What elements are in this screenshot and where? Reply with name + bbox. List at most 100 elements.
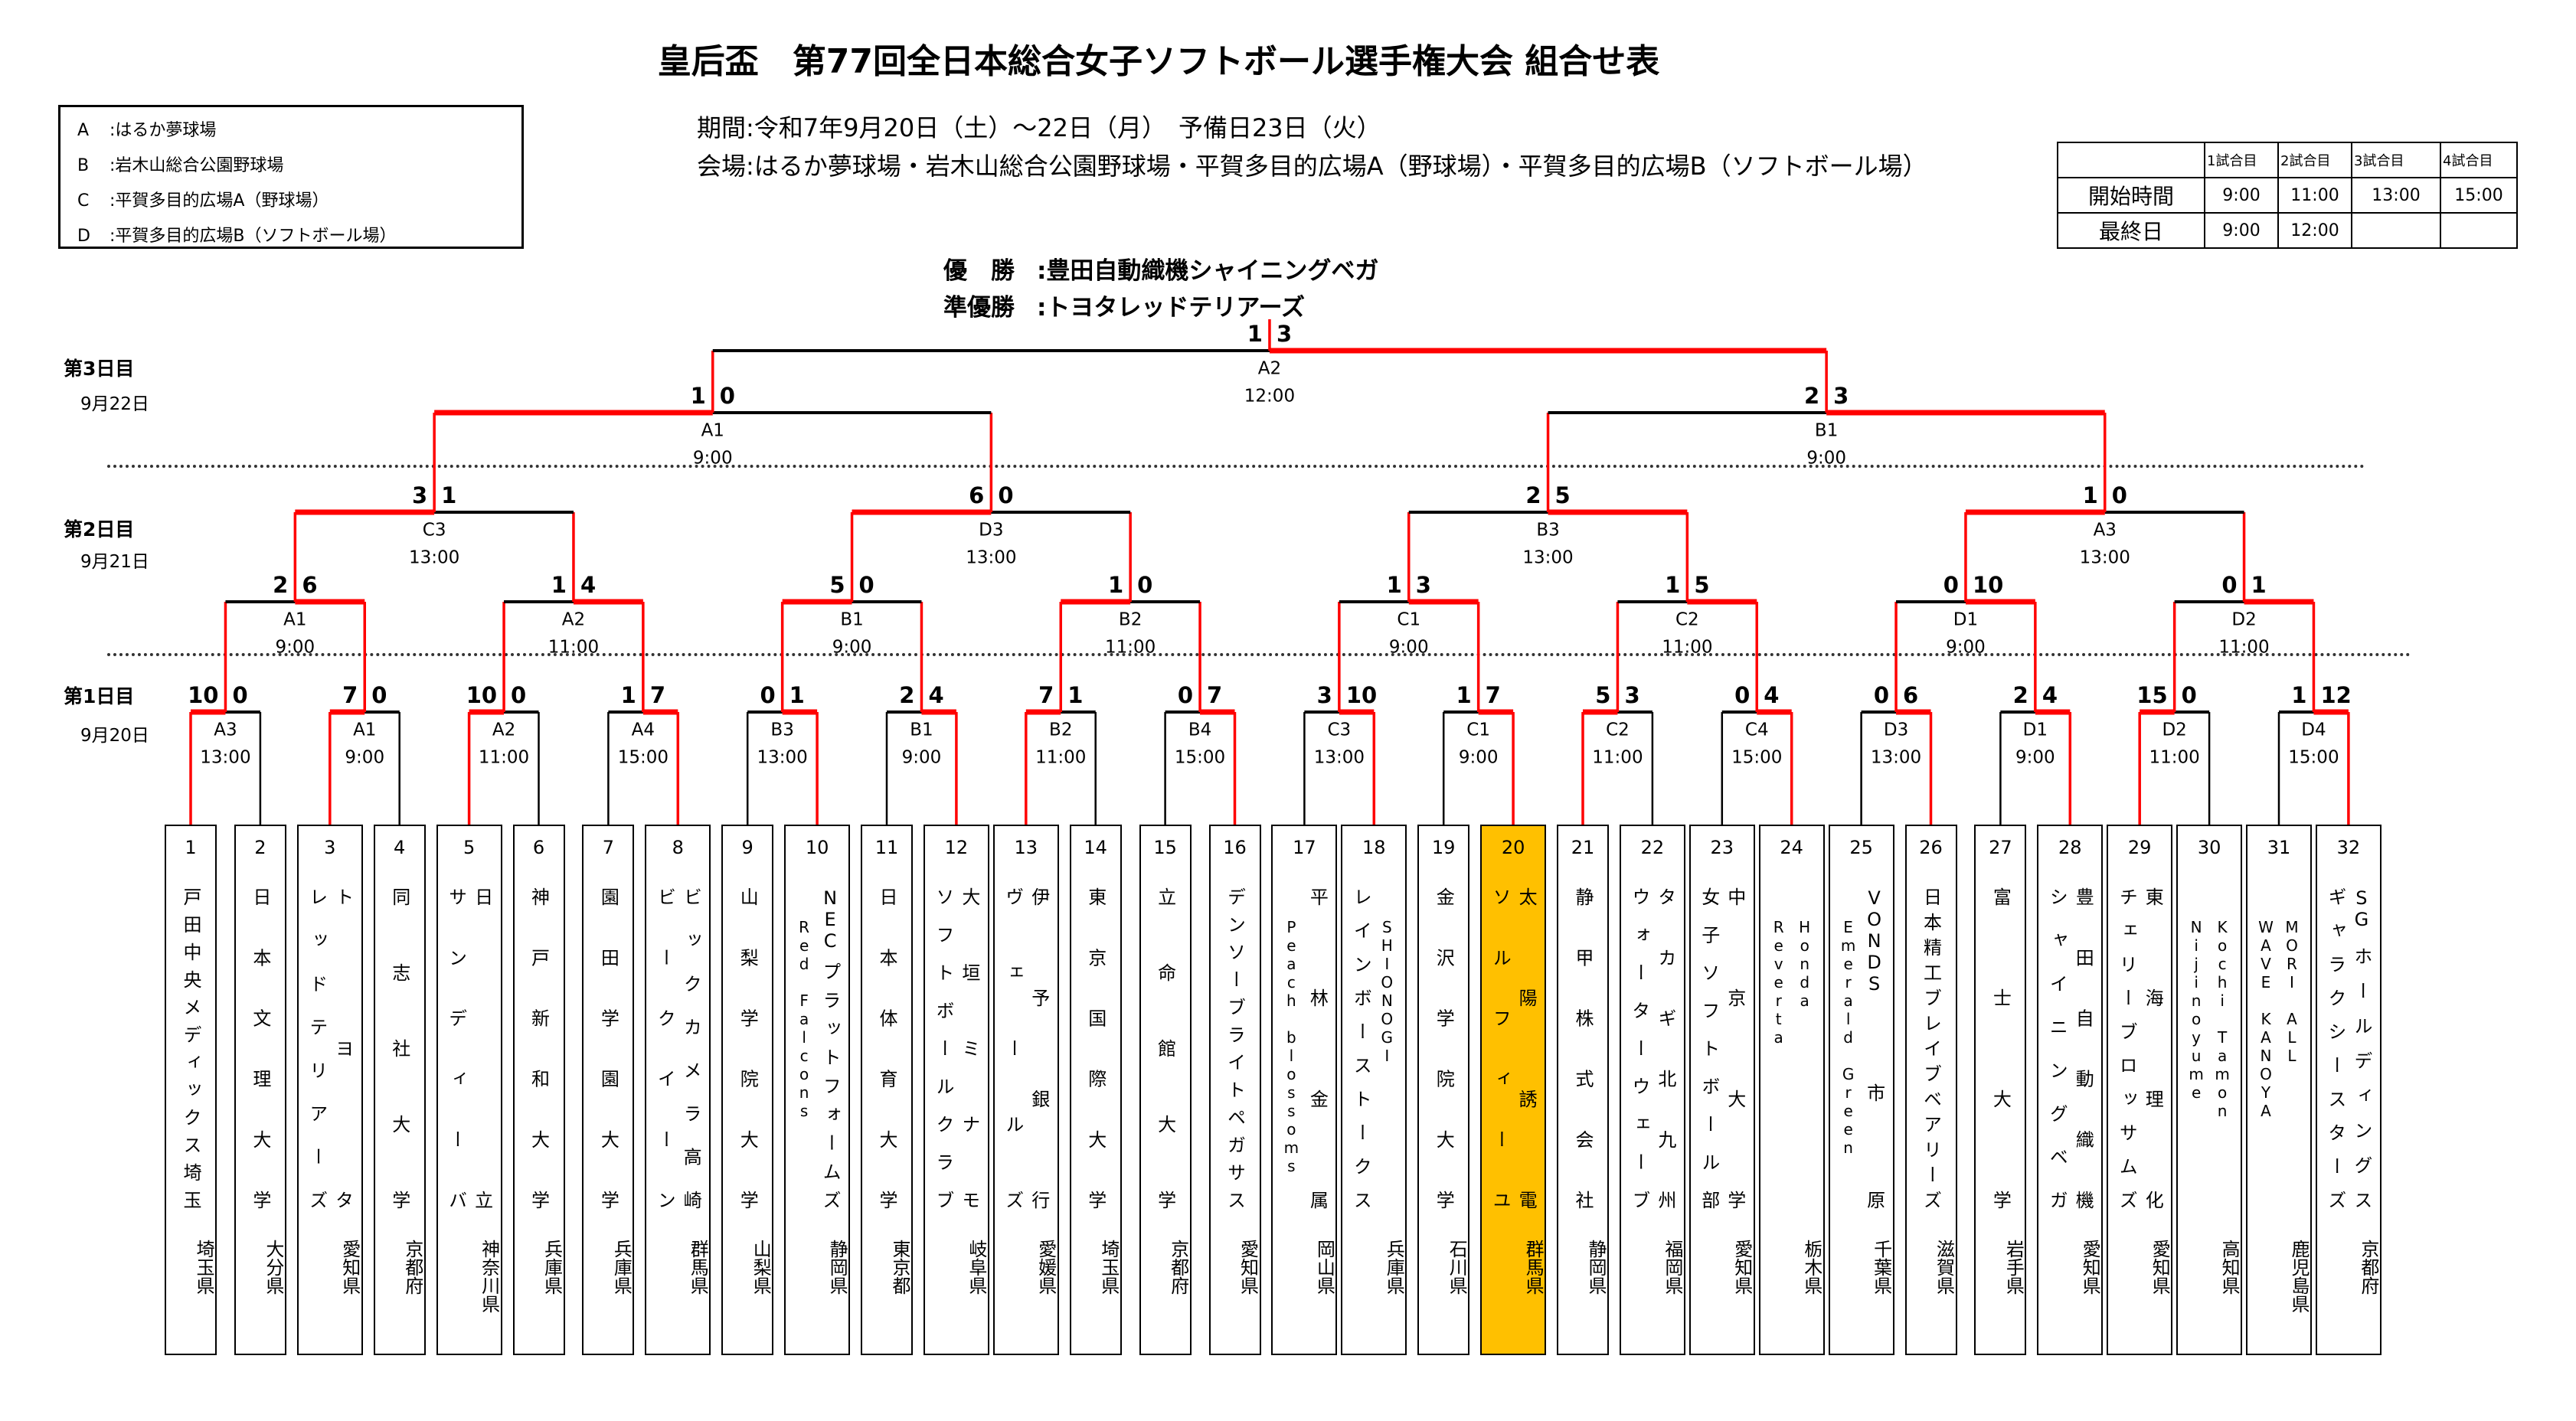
team-name: 戸田中央メディックス埼玉 xyxy=(166,887,215,1209)
team-prefecture: 群馬県 xyxy=(687,1240,709,1295)
team-name: 金沢学院大学 xyxy=(1419,887,1468,1209)
team-prefecture: 兵庫県 xyxy=(610,1240,633,1295)
team-prefecture: 愛知県 xyxy=(2149,1240,2171,1295)
match-venue: B3 xyxy=(1536,520,1560,541)
match-score-left: 0 xyxy=(2221,572,2238,598)
team-prefecture: 愛媛県 xyxy=(1035,1240,1057,1295)
match-score-right: 7 xyxy=(1207,682,1223,708)
match-score-right: 1 xyxy=(789,682,805,708)
team-name-line: ビークイーン xyxy=(654,887,676,1209)
schedule-header: 1試合目 xyxy=(2204,142,2279,178)
team-number: 30 xyxy=(2197,837,2221,858)
team-name-line: Emerald Green xyxy=(1839,918,1858,1157)
schedule-time: 15:00 xyxy=(2440,177,2518,214)
match-time: 9:00 xyxy=(2015,747,2055,768)
team-number: 26 xyxy=(1919,837,1943,858)
schedule-time: 12:00 xyxy=(2277,212,2352,249)
team-name-line: 豊田自動織機 xyxy=(2072,887,2094,1209)
match-score-left: 2 xyxy=(1803,383,1820,409)
match-venue: D2 xyxy=(2231,609,2257,630)
team-name-line: レッドテリアーズ xyxy=(306,887,328,1209)
match-time: 9:00 xyxy=(275,637,315,658)
legend-name: :岩木山総合公園野球場 xyxy=(110,156,284,175)
match-venue: A1 xyxy=(283,609,307,630)
team-prefecture: 静岡県 xyxy=(826,1240,848,1295)
match-venue: A2 xyxy=(1257,358,1282,379)
team-name-line: 戸田中央メディックス埼玉 xyxy=(180,887,201,1209)
team-name-line: Kochi Tamon xyxy=(2213,918,2232,1120)
team-prefecture: 岐阜県 xyxy=(965,1240,987,1295)
team-name: 日本体育大学 xyxy=(862,887,911,1209)
team-number: 10 xyxy=(805,837,829,858)
team-number: 25 xyxy=(1849,837,1873,858)
match-score-left: 2 xyxy=(2012,682,2028,708)
schedule-row-final-day: 最終日 9:00 12:00 xyxy=(2057,212,2518,249)
team-name-line: Honda xyxy=(1795,918,1814,1010)
team-name-line: 日本精工ブレイブベアリーズ xyxy=(1920,887,1942,1209)
team-number: 23 xyxy=(1710,837,1734,858)
schedule-time xyxy=(2440,212,2518,249)
team-name-line: 平林金属 xyxy=(1306,887,1329,1209)
legend-code: A xyxy=(77,121,90,140)
schedule-header: 2試合目 xyxy=(2277,142,2352,178)
day2-label: 第2日目 xyxy=(64,518,135,541)
team-number: 21 xyxy=(1571,837,1595,858)
match-venue: C2 xyxy=(1675,609,1699,630)
schedule-header: 4試合目 xyxy=(2440,142,2518,178)
match-score-left: 1 xyxy=(2291,682,2307,708)
team-name: 同志社大学 xyxy=(375,887,424,1209)
team-name: 園田学園大学 xyxy=(584,887,633,1209)
schedule-header-row: 1試合目 2試合目 3試合目 4試合目 xyxy=(2057,142,2518,178)
match-score-right: 1 xyxy=(1067,682,1084,708)
team-name: 太陽誘電ソルフィーユ xyxy=(1482,887,1545,1209)
team-name-line: シャイニングベガ xyxy=(2046,887,2068,1209)
team-name: 静甲株式会社 xyxy=(1558,887,1607,1209)
match-score-right: 0 xyxy=(719,383,735,409)
match-score-right: 7 xyxy=(1485,682,1501,708)
match-time: 15:00 xyxy=(1174,747,1226,768)
match-score-right: 0 xyxy=(371,682,387,708)
team-name-line: 富士大学 xyxy=(1989,887,2012,1209)
team-name-line: 東海理化 xyxy=(2142,887,2164,1209)
team-name-line: ソフトボールクラブ xyxy=(932,887,954,1209)
match-time: 9:00 xyxy=(832,637,872,658)
match-score-right: 3 xyxy=(1624,682,1640,708)
match-time: 11:00 xyxy=(1035,747,1087,768)
match-score-right: 3 xyxy=(1833,383,1849,409)
team-number: 27 xyxy=(1989,837,2012,858)
team-prefecture: 埼玉県 xyxy=(193,1240,214,1295)
team-name-line: VONDS市原 xyxy=(1863,887,1885,1209)
venue-legend: A:はるか夢球場 B:岩木山総合公園野球場 C:平賀多目的広場A（野球場） D:… xyxy=(58,105,524,249)
match-score-left: 3 xyxy=(411,482,428,508)
team-prefecture: 福岡県 xyxy=(1661,1240,1683,1295)
match-time: 11:00 xyxy=(548,637,600,658)
legend-item-b: B:岩木山総合公園野球場 xyxy=(77,152,283,176)
team-prefecture: 群馬県 xyxy=(1522,1240,1545,1295)
match-time: 11:00 xyxy=(2218,637,2270,658)
match-score-right: 7 xyxy=(649,682,666,708)
team-prefecture: 兵庫県 xyxy=(1383,1240,1405,1295)
match-score-right: 0 xyxy=(858,572,874,598)
schedule-time: 13:00 xyxy=(2351,177,2441,214)
match-venue: C1 xyxy=(1466,720,1490,740)
match-score-left: 0 xyxy=(1734,682,1751,708)
team-name-line: 太陽誘電 xyxy=(1515,887,1538,1209)
match-score-left: 0 xyxy=(1873,682,1890,708)
match-score-right: 4 xyxy=(580,572,597,598)
match-time: 13:00 xyxy=(1870,747,1922,768)
match-venue: A3 xyxy=(214,720,237,740)
legend-item-a: A:はるか夢球場 xyxy=(77,116,216,141)
match-venue: B1 xyxy=(1814,420,1839,441)
tournament-period: 期間:令和7年9月20日（土）～22日（月） 予備日23日（火） xyxy=(697,113,1381,142)
match-time: 13:00 xyxy=(408,547,460,568)
match-score-left: 0 xyxy=(760,682,776,708)
match-venue: D3 xyxy=(979,520,1004,541)
match-venue: B2 xyxy=(1049,720,1073,740)
team-number: 28 xyxy=(2058,837,2082,858)
